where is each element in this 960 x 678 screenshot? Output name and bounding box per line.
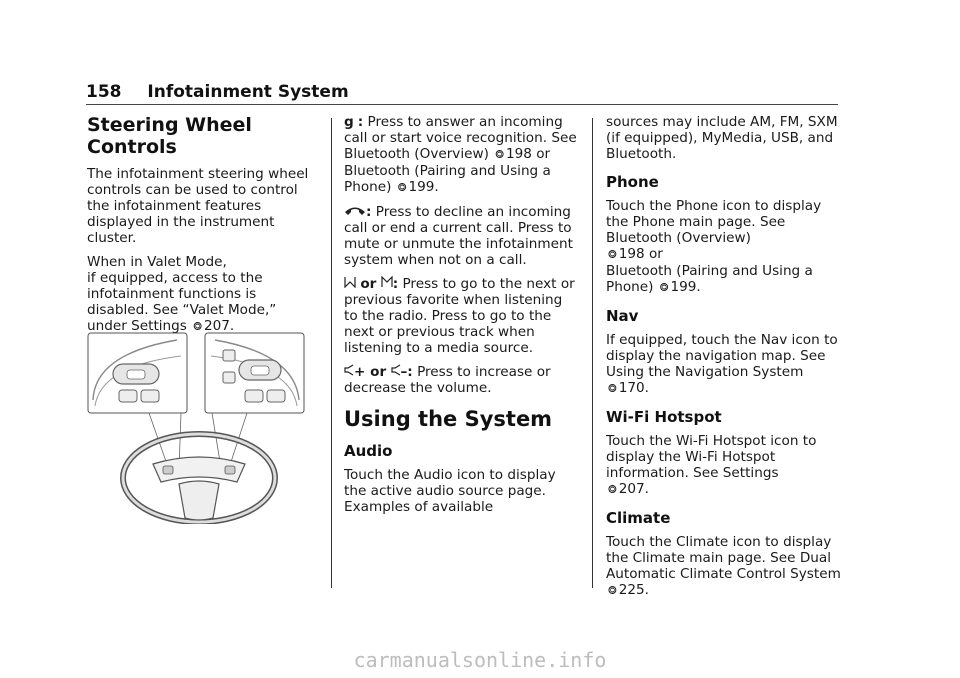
page-number: 158 — [86, 82, 122, 102]
wheel-hub — [152, 456, 246, 483]
section-title: Infotainment System — [147, 82, 349, 102]
watermark: carmanualsonline.info — [353, 648, 607, 672]
end-call-icon — [345, 207, 365, 215]
favorite-down-icon — [381, 275, 393, 287]
reference-arrow-icon: ⭗ — [193, 320, 202, 333]
answer-call-item: g: Press to answer an incoming call or s… — [344, 114, 577, 195]
valet-mode-paragraph: When in Valet Mode, if equipped, access … — [87, 254, 277, 334]
reference-arrow-icon: ⭗ — [608, 483, 617, 496]
steering-controls-title: Steering Wheel Controls — [87, 114, 252, 158]
column-divider — [331, 118, 332, 588]
page-header: 158 Infotainment System — [86, 82, 349, 102]
column-1: Steering Wheel Controls The infotainment… — [87, 114, 315, 343]
favorites-item: or : Press to go to the next or previous… — [344, 275, 575, 356]
page-link[interactable]: 199. — [670, 279, 701, 295]
column-divider — [592, 118, 593, 588]
decline-call-item: : Press to decline an incoming call or e… — [344, 204, 573, 268]
volume-up-button — [244, 389, 264, 403]
climate-title: Climate — [606, 509, 671, 527]
reference-arrow-icon: ⭗ — [495, 148, 504, 161]
wifi-hotspot-title: Wi-Fi Hotspot — [606, 408, 722, 426]
volume-down-button — [266, 389, 286, 403]
steering-wheel-illustration — [87, 332, 305, 524]
reference-arrow-icon: ⭗ — [608, 248, 617, 261]
column-3: sources may include AM, FM, SXM (if equi… — [606, 114, 842, 607]
page-link[interactable]: 198 or — [505, 146, 551, 162]
wifi-hotspot-paragraph: Touch the Wi-Fi Hotspot icon to display … — [606, 433, 817, 497]
page-link[interactable]: 198 or — [618, 246, 663, 262]
voice-button — [140, 389, 160, 403]
volume-icon — [344, 364, 354, 376]
page-link[interactable]: 199. — [408, 179, 439, 195]
phone-answer-icon: g — [344, 114, 354, 130]
reference-arrow-icon: ⭗ — [608, 584, 617, 597]
header-rule — [86, 104, 838, 105]
page-link[interactable]: 170. — [618, 380, 649, 396]
reference-arrow-icon: ⭗ — [397, 181, 407, 194]
column-2: g: Press to answer an incoming call or s… — [344, 114, 580, 523]
audio-paragraph-continued: sources may include AM, FM, SXM (if equi… — [606, 114, 838, 162]
volume-icon — [390, 364, 400, 376]
favorite-up-button — [222, 349, 236, 362]
favorite-down-button — [222, 371, 236, 384]
steering-controls-intro: The infotainment steering wheel controls… — [87, 166, 309, 246]
phone-paragraph: Touch the Phone icon to display the Phon… — [606, 198, 822, 295]
favorite-up-icon — [344, 277, 356, 289]
page-link[interactable]: 225. — [618, 582, 649, 598]
nav-paragraph: If equipped, touch the Nav icon to displ… — [606, 332, 838, 396]
reference-arrow-icon: ⭗ — [608, 382, 617, 395]
page-link[interactable]: 207. — [618, 481, 649, 497]
answer-call-button — [118, 389, 138, 403]
nav-title: Nav — [606, 307, 639, 325]
climate-paragraph: Touch the Climate icon to display the Cl… — [606, 534, 841, 598]
using-the-system-title: Using the System — [344, 407, 553, 431]
page-link[interactable]: 207. — [203, 318, 235, 334]
audio-paragraph: Touch the Audio icon to display the acti… — [344, 467, 556, 515]
volume-item: + or –: Press to increase or decrease th… — [344, 364, 551, 396]
reference-arrow-icon: ⭗ — [659, 281, 669, 294]
audio-title: Audio — [344, 442, 393, 460]
phone-title: Phone — [606, 173, 659, 191]
